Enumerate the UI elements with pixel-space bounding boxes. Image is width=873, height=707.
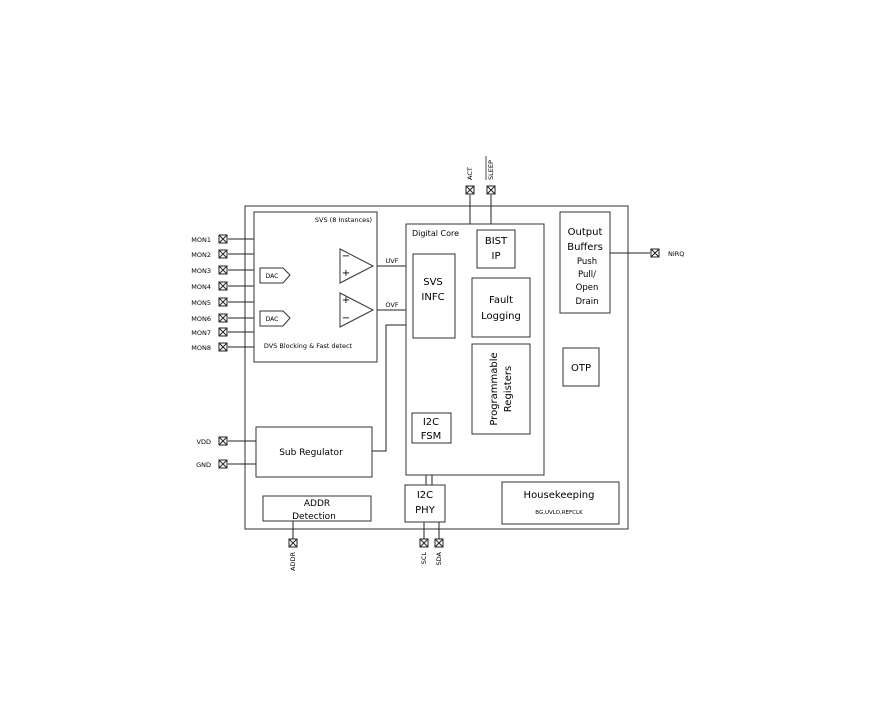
output-label-4: Pull/ [578,270,596,280]
dac-2-label: DAC [266,316,279,323]
pin-mon2[interactable] [218,249,228,259]
pin-act[interactable] [465,185,475,195]
registers-text: Programmable Registers [489,352,514,425]
output-buffers-box [559,211,611,314]
pin-nirq[interactable] [650,248,660,258]
comparator-2 [339,292,375,328]
sda-label: SDA [435,551,443,565]
pin-gnd[interactable] [218,459,228,469]
digital-core: Digital Core BIST IP SVS INFC Fault Logg… [405,223,545,476]
addr-pin-label: ADDR [289,552,297,571]
i2c-phy-label-2: PHY [415,505,436,516]
mon1-label: MON1 [191,236,211,244]
output-label-2: Buffers [567,242,603,253]
left-pins: MON1 MON2 MON3 MON4 MON5 MON6 MON7 MON8 [191,234,228,352]
housekeeping-title: Housekeeping [524,490,595,501]
fault-label-1: Fault [489,295,513,306]
dac-1-label: DAC [266,273,279,280]
svs-block: SVS (8 Instances) DAC DAC − + + − DVS Bl… [253,211,378,363]
i2c-phy-box [404,484,446,523]
i2c-fsm-label-2: FSM [421,431,442,442]
sub-regulator-label: Sub Regulator [279,448,343,458]
addr-detection-box [262,495,372,522]
mon7-label: MON7 [191,329,211,337]
svs-footer: DVS Blocking & Fast detect [264,342,353,350]
mon2-label: MON2 [191,251,211,259]
dac-2 [259,310,291,327]
pin-sleep[interactable] [486,185,496,195]
output-label-3: Push [577,257,597,267]
pin-mon6[interactable] [218,313,228,323]
nirq-label: NIRQ [668,250,684,258]
digital-core-title: Digital Core [412,229,459,238]
mon8-label: MON8 [191,344,211,352]
svs-box [253,211,378,363]
svs-infc-label-2: INFC [421,292,444,303]
svs-infc-box [412,253,456,339]
gnd-label: GND [196,461,211,469]
output-label-6: Drain [576,297,599,307]
comparator-2-minus: − [342,313,350,324]
housekeeping-box [501,481,620,525]
pin-mon1[interactable] [218,234,228,244]
act-label: ACT [466,167,474,180]
otp-box [562,347,600,387]
comparator-1-minus: − [342,251,350,262]
vdd-label: VDD [197,438,211,446]
mon4-label: MON4 [191,283,211,291]
svs-title: SVS (8 Instances) [315,216,372,224]
pin-vdd[interactable] [218,436,228,446]
pin-mon5[interactable] [218,297,228,307]
bist-ip-box [476,229,516,269]
registers-label-2: Registers [503,366,514,412]
comparator-1 [339,248,375,284]
output-label-5: Open [576,283,599,293]
otp-label: OTP [571,363,591,374]
i2c-phy-label-1: I2C [417,490,433,501]
fault-logging-box [471,277,531,338]
ovf-label: OVF [385,301,398,309]
uvf-label: UVF [386,257,399,265]
bist-label-2: IP [492,251,501,262]
mon5-label: MON5 [191,299,211,307]
output-label-1: Output [568,227,603,238]
fault-label-2: Logging [481,311,521,322]
addr-label-1: ADDR [304,499,330,509]
pin-scl[interactable] [419,538,429,548]
comparator-1-plus: + [342,268,350,279]
pin-mon8[interactable] [218,342,228,352]
pin-mon3[interactable] [218,265,228,275]
housekeeping-sub: BG,UVLO,REFCLK [535,510,583,516]
mon6-label: MON6 [191,315,211,323]
output-buffers: Output Buffers Push Pull/ Open Drain [559,211,611,314]
mon3-label: MON3 [191,267,211,275]
sleep-label: SLEEP [487,160,495,180]
dac-1 [259,267,291,284]
registers-box [471,343,531,435]
pin-mon4[interactable] [218,281,228,291]
sub-regulator-box [255,426,373,478]
comparator-2-plus: + [342,295,350,306]
addr-label-2: Detection [292,512,336,522]
pin-addr[interactable] [288,538,298,548]
scl-label: SCL [420,552,428,565]
svs-infc-label-1: SVS [423,277,443,288]
pin-sda[interactable] [434,538,444,548]
pin-mon7[interactable] [218,327,228,337]
registers-label-1: Programmable [489,352,500,425]
bist-label-1: BIST [485,236,508,247]
i2c-fsm-label-1: I2C [423,417,439,428]
i2c-fsm-box [411,412,452,444]
